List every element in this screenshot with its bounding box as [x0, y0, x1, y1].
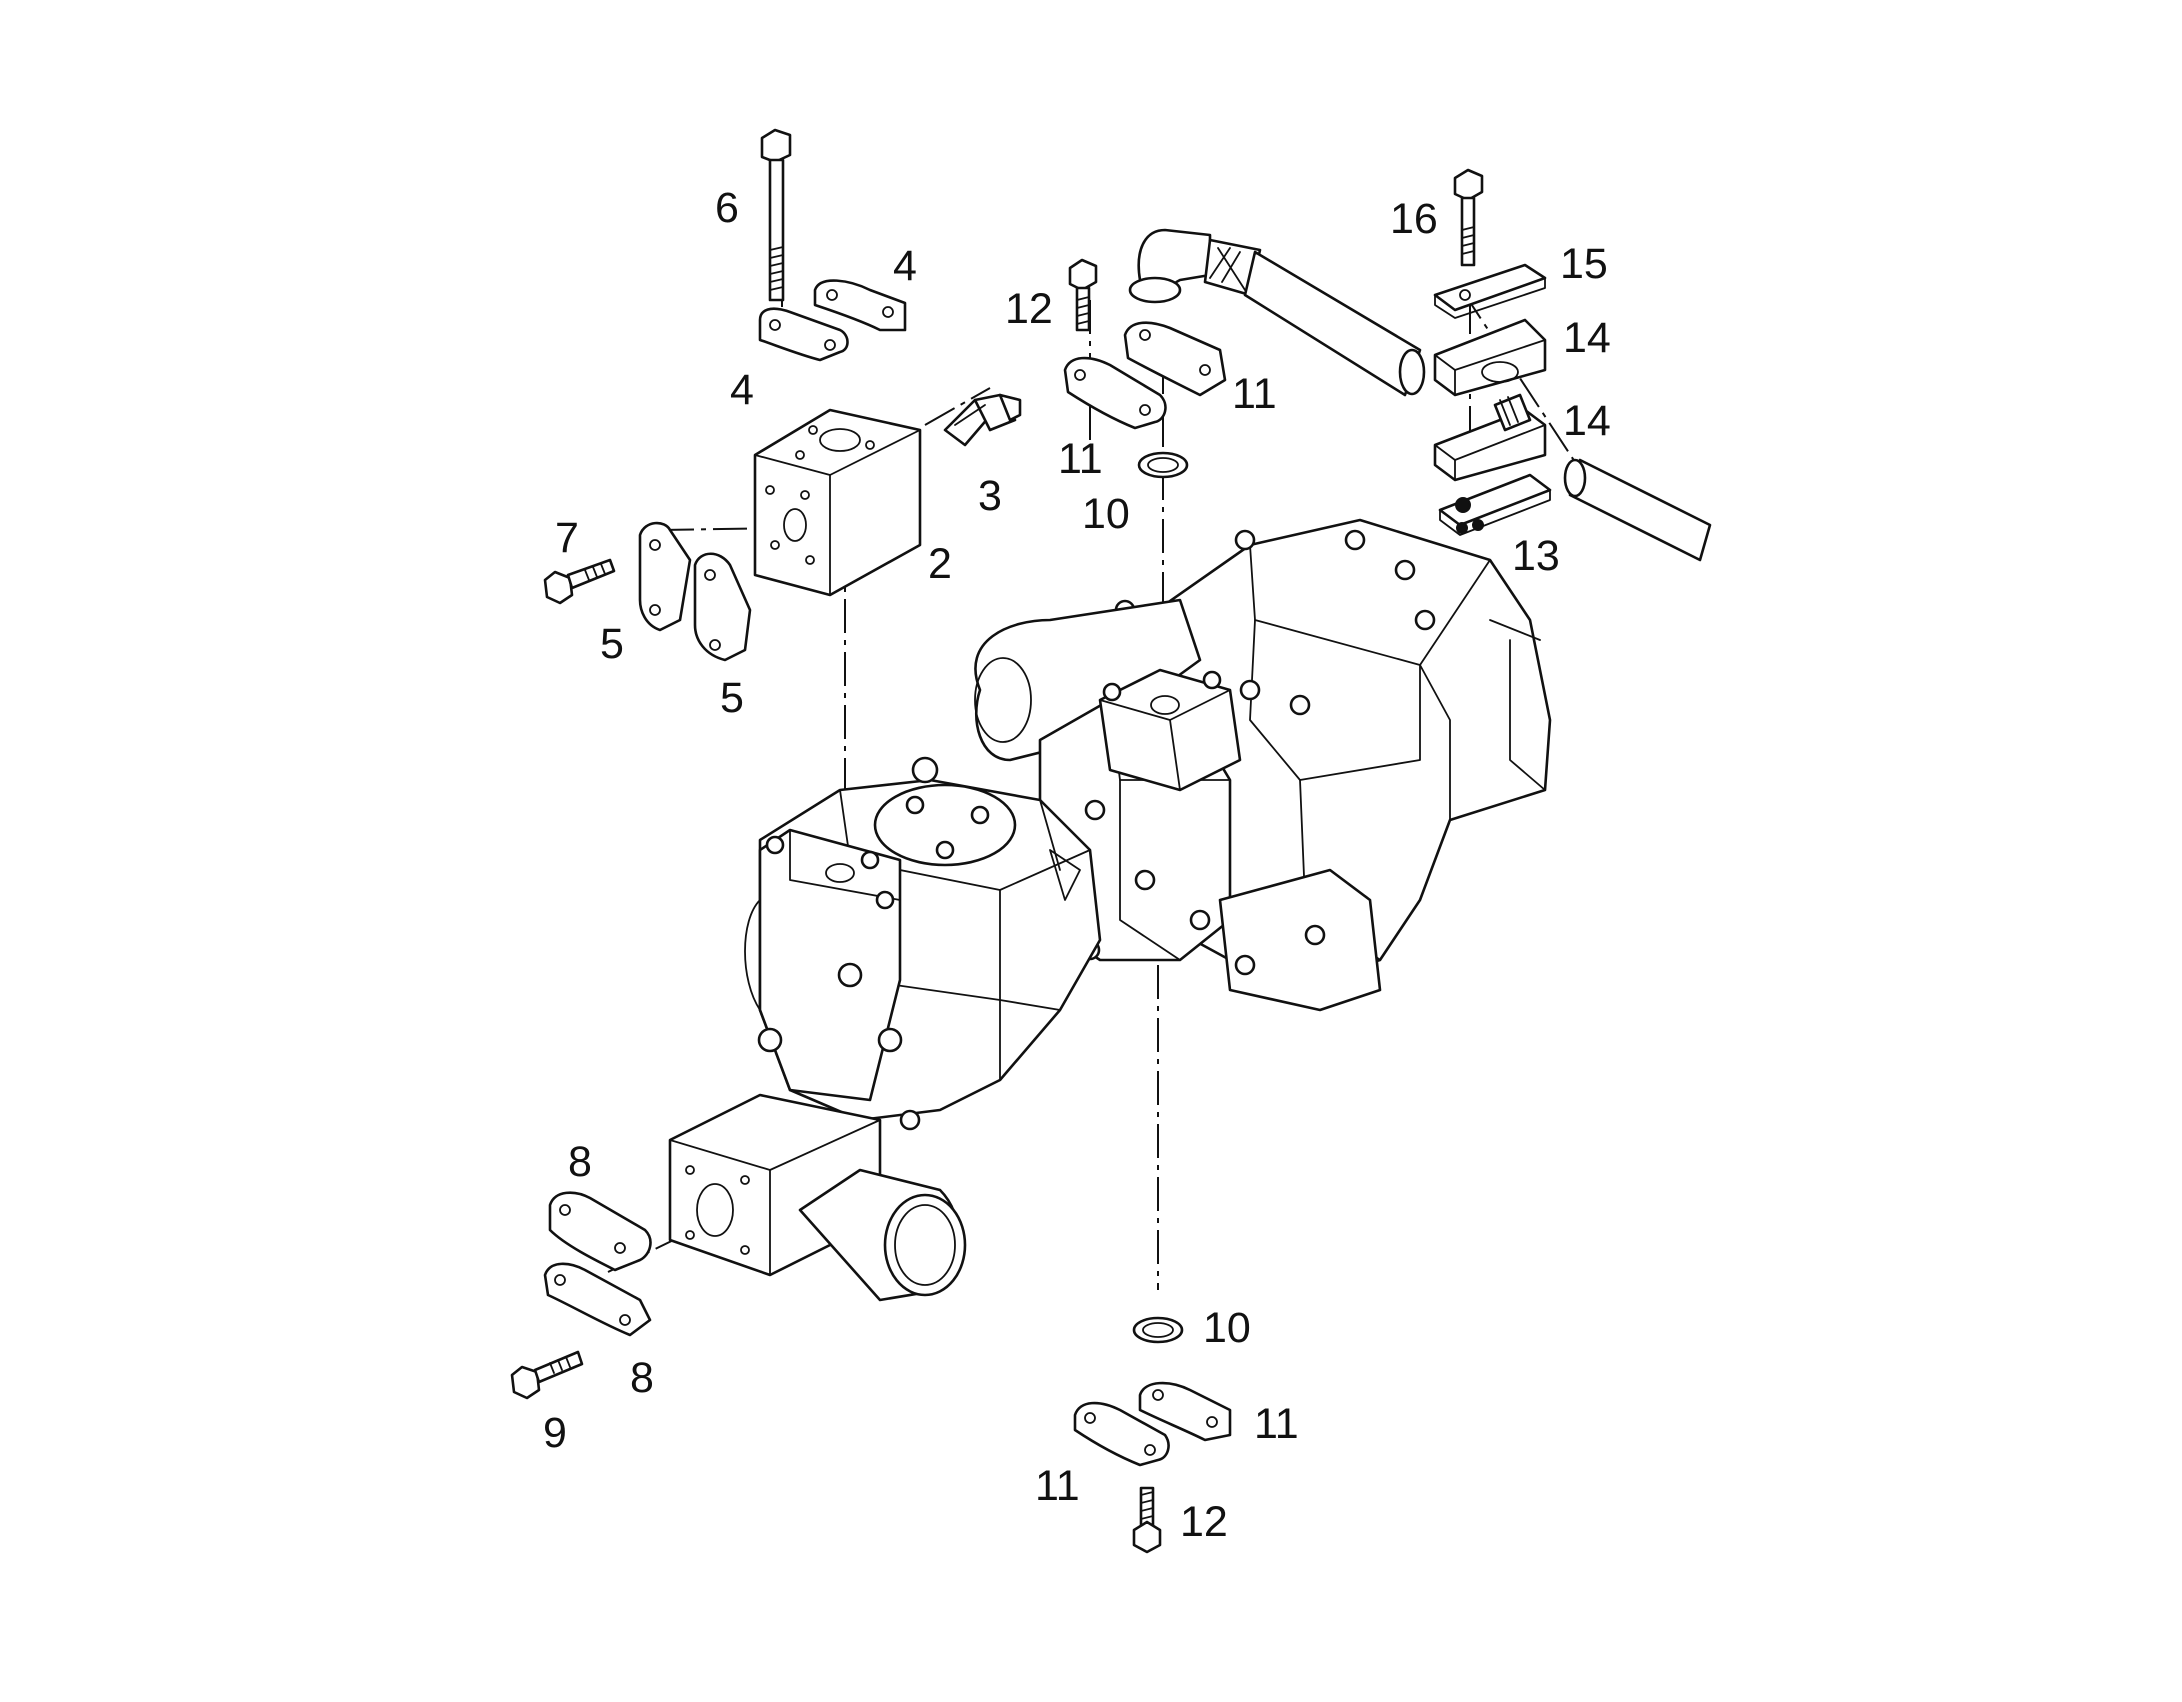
lower-port-housing	[1218, 868, 1382, 1012]
callout-10b: 10	[1203, 1304, 1251, 1352]
o-ring-10-top	[1137, 451, 1189, 479]
callout-10a: 10	[1082, 490, 1130, 538]
callout-5a: 5	[600, 620, 624, 668]
pump-assembly	[744, 518, 1552, 1131]
callout-14b: 14	[1563, 397, 1611, 445]
hose-line	[1128, 228, 1712, 562]
callout-12b: 12	[1180, 1498, 1228, 1546]
callout-11a: 11	[1232, 370, 1277, 418]
callouts: 2 3 4 4 5 5 6 7 8 8 9 10 10 11 11 11 11 …	[543, 184, 1611, 1546]
flange-halves-11-bottom	[1073, 1381, 1232, 1467]
callout-4b: 4	[730, 366, 754, 414]
flange-halves-8	[543, 1191, 652, 1337]
bolt-9	[510, 1350, 584, 1400]
bolt-12-bottom	[1132, 1486, 1162, 1554]
callout-5b: 5	[720, 674, 744, 722]
base-plate-13	[1438, 473, 1552, 536]
callout-11d: 11	[1035, 1462, 1080, 1510]
clamp-half-14-bottom	[1433, 393, 1547, 482]
callout-11c: 11	[1254, 1400, 1299, 1448]
callout-9: 9	[543, 1409, 567, 1457]
rear-cylinder	[974, 598, 1202, 762]
cover-plate-15	[1433, 263, 1547, 319]
callout-16: 16	[1390, 195, 1438, 243]
callout-7: 7	[555, 514, 579, 562]
flange-halves-11-top	[1063, 321, 1227, 430]
callout-13: 13	[1512, 532, 1560, 580]
inlet-fitting	[668, 1093, 967, 1302]
bolt-16	[1453, 168, 1484, 267]
middle-port-block	[1098, 668, 1242, 792]
front-end-block	[758, 828, 902, 1102]
bolt-7	[543, 558, 616, 605]
callout-8b: 8	[630, 1354, 654, 1402]
bolt-6	[760, 128, 792, 302]
callout-14a: 14	[1563, 314, 1611, 362]
block-2	[753, 408, 922, 597]
callout-11b: 11	[1058, 435, 1103, 483]
o-ring-10-bottom	[1132, 1316, 1184, 1344]
callout-8a: 8	[568, 1138, 592, 1186]
callout-4a: 4	[893, 242, 917, 290]
callout-2: 2	[928, 540, 952, 588]
flange-halves-5	[638, 521, 752, 662]
callout-15: 15	[1560, 240, 1608, 288]
clamp-half-14-top	[1433, 318, 1547, 397]
bolt-12-top	[1068, 258, 1098, 332]
fitting-3	[943, 393, 1022, 447]
flange-halves-4	[758, 279, 907, 362]
callout-3: 3	[978, 472, 1002, 520]
callout-6: 6	[715, 184, 739, 232]
callout-12a: 12	[1005, 285, 1053, 333]
